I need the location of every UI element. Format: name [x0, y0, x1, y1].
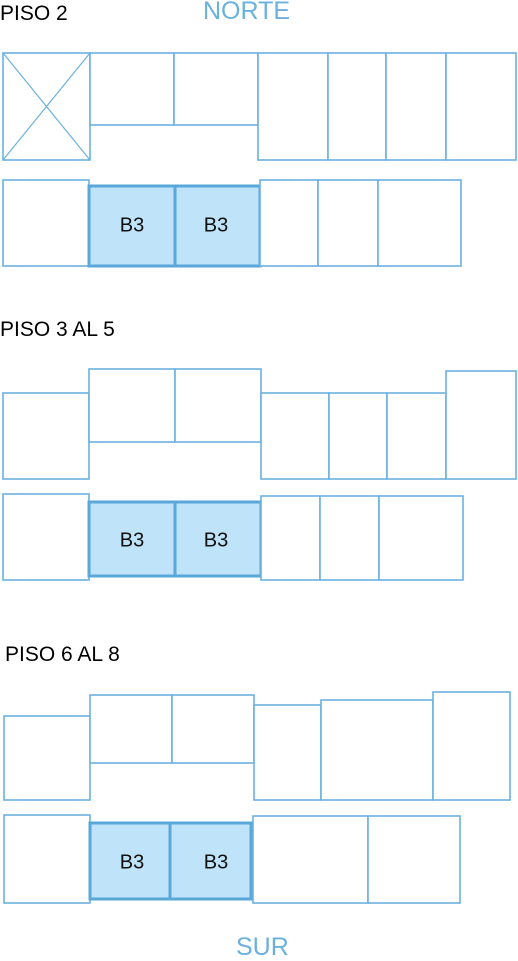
unit [445, 52, 517, 161]
unit [378, 495, 464, 581]
unit [174, 368, 262, 443]
unit-b3-highlighted [87, 184, 177, 268]
floor-piso-3-al-5: B3 B3 [2, 368, 517, 581]
south-label: SUR [236, 933, 289, 961]
unit [377, 179, 462, 267]
unit [3, 814, 91, 904]
floor-label-piso-3-al-5: PISO 3 AL 5 [0, 318, 115, 341]
unit [3, 715, 91, 801]
unit [328, 392, 388, 480]
unit [257, 52, 329, 161]
unit [89, 52, 175, 126]
unit [260, 392, 330, 480]
unit [327, 52, 387, 161]
floor-piso-2: B3 B3 [2, 52, 517, 268]
unit [385, 52, 447, 161]
unit [2, 392, 90, 480]
unit-b3-label: B3 [204, 851, 228, 873]
unit-b3-label: B3 [204, 529, 228, 551]
unit [88, 368, 176, 443]
unit [2, 179, 90, 267]
unit-b3-label: B3 [120, 851, 144, 873]
unit-b3-label: B3 [120, 529, 144, 551]
floor-label-piso-2: PISO 2 [0, 2, 68, 25]
unit [320, 699, 434, 801]
elevator-cross-line [2, 52, 91, 161]
unit-b3-label: B3 [204, 214, 228, 236]
north-label: NORTE [203, 0, 291, 25]
unit [367, 815, 461, 904]
unit [252, 815, 369, 904]
unit [445, 370, 517, 480]
unit [386, 392, 447, 480]
unit-b3-highlighted [168, 821, 253, 901]
unit [89, 694, 173, 764]
unit-b3-highlighted [173, 184, 262, 268]
unit [260, 495, 321, 581]
unit [319, 495, 380, 581]
unit-b3-label: B3 [120, 214, 144, 236]
unit [259, 179, 319, 267]
unit [171, 694, 255, 764]
unit-b3-highlighted [88, 821, 172, 901]
unit [173, 52, 259, 126]
unit [317, 179, 379, 267]
unit-b3-highlighted [87, 500, 177, 578]
unit [2, 493, 90, 581]
floor-piso-6-al-8: B3 B3 [3, 691, 511, 904]
unit [432, 691, 511, 801]
unit [253, 704, 322, 801]
floor-label-piso-6-al-8: PISO 6 AL 8 [5, 643, 120, 666]
